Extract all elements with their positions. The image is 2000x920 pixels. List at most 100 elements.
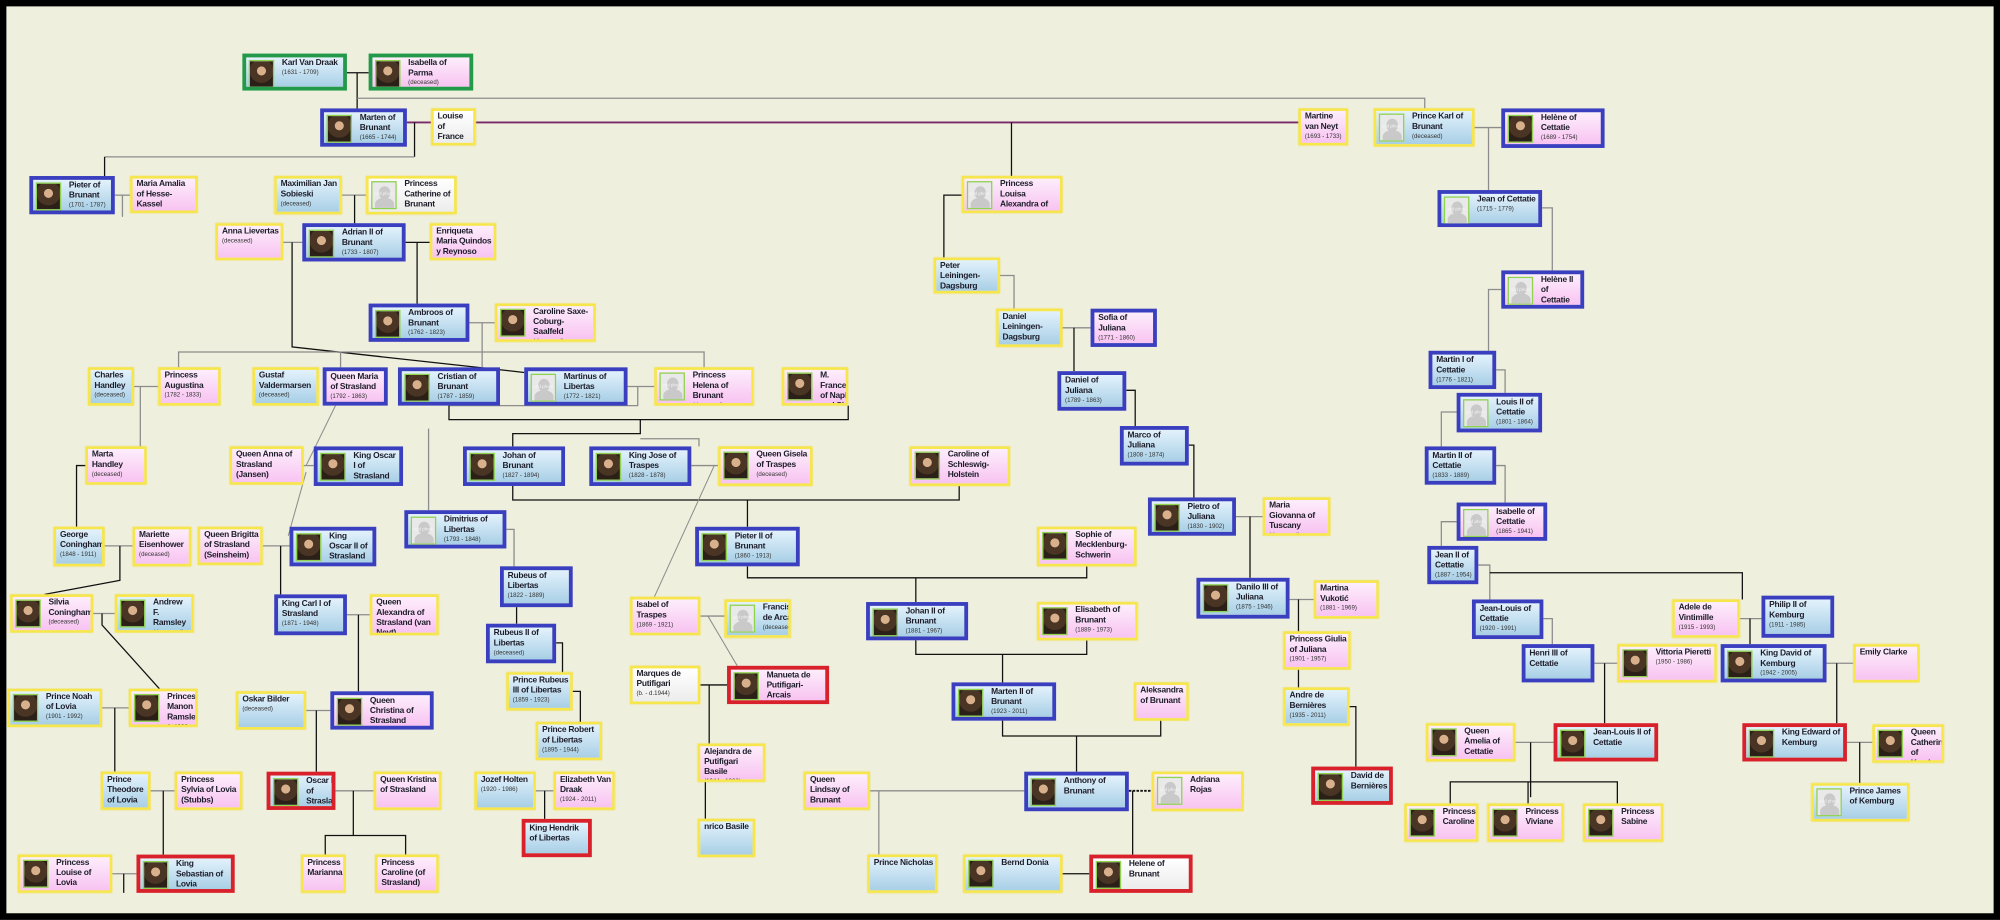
person-card[interactable]: Louise of France(deceased) bbox=[431, 108, 476, 146]
person-card[interactable]: Elisabeth of Brunant(1889 - 1973) bbox=[1036, 602, 1138, 641]
person-card[interactable]: Enriqueta Maria Quindos y Reynoso bbox=[429, 223, 497, 261]
person-card[interactable]: Mariette Eisenhower(deceased) bbox=[132, 526, 192, 567]
person-card[interactable]: Princess Sabine bbox=[1582, 803, 1664, 842]
person-card[interactable]: Princess Sylvia of Lovia (Stubbs) bbox=[174, 771, 243, 810]
person-card[interactable]: Bernd Donia bbox=[963, 854, 1063, 893]
person-card[interactable]: Daniel of Juliana(1789 - 1863) bbox=[1057, 371, 1127, 411]
person-card[interactable]: Charles Handley(deceased) bbox=[88, 367, 134, 406]
person-card[interactable]: Helene of Brunant bbox=[1089, 854, 1193, 893]
person-card[interactable]: Elizabeth Van Draak(1924 - 2011) bbox=[553, 771, 615, 810]
add-photo-placeholder-icon[interactable]: add photo bbox=[371, 181, 397, 210]
person-card[interactable]: King Oscar II of Strasland(1847 - 1902) bbox=[289, 526, 377, 567]
person-card[interactable]: Sophie of Mecklenburg-Schwerin bbox=[1036, 526, 1137, 567]
person-card[interactable]: Martin I of Cettatie(1776 - 1821) bbox=[1428, 350, 1497, 390]
person-card[interactable]: Queen Lindsay of Brunant bbox=[803, 771, 870, 810]
person-card[interactable]: Prince Nicholas bbox=[867, 854, 938, 893]
person-card[interactable]: Vittoria Pieretti(1950 - 1986) bbox=[1617, 644, 1717, 683]
add-photo-placeholder-icon[interactable]: add photo bbox=[1816, 788, 1842, 817]
person-card[interactable]: Jean-Louis of Cettatie(1920 - 1991) bbox=[1471, 599, 1544, 640]
person-card[interactable]: Manueta de Putifigari-Arcais bbox=[727, 665, 830, 705]
person-card[interactable]: M. Francesca of Naples and Sicily bbox=[781, 367, 849, 406]
add-photo-placeholder-icon[interactable]: add photo bbox=[1156, 776, 1183, 805]
person-card[interactable]: Silvia Coningham(deceased) bbox=[10, 594, 94, 633]
person-card[interactable]: Anthony of Brunant bbox=[1024, 771, 1129, 812]
person-card[interactable]: Alejandra de Putifigari Basile(1944 - 19… bbox=[697, 743, 766, 782]
person-card[interactable]: Henri III of Cettatie bbox=[1521, 644, 1595, 683]
person-card[interactable]: Marta Handley(deceased) bbox=[85, 446, 147, 485]
person-card[interactable]: Jean II of Cettatie(1887 - 1954) bbox=[1427, 545, 1479, 585]
person-card[interactable]: nrico Basile bbox=[697, 818, 756, 858]
person-card[interactable]: George Coningham(1848 - 1911) bbox=[53, 526, 105, 567]
person-card[interactable]: Johan II of Brunant(1881 - 1967) bbox=[866, 602, 969, 641]
person-card[interactable]: Queen Brigitta of Strasland (Seinsheim) bbox=[197, 526, 263, 566]
person-card[interactable]: Queen Kristina of Strasland bbox=[373, 771, 442, 810]
person-card[interactable]: Adrian II of Brunant(1733 - 1807) bbox=[302, 223, 406, 262]
person-card[interactable]: Johan of Brunant(1827 - 1894) bbox=[463, 446, 566, 486]
person-card[interactable]: Rubeus of Libertas(1822 - 1889) bbox=[499, 566, 573, 608]
person-card[interactable]: Jean-Louis II of Cettatie bbox=[1553, 723, 1659, 762]
person-card[interactable]: Martina Vukotić(1881 - 1969) bbox=[1313, 580, 1379, 619]
person-card[interactable]: Cristian of Brunant(1787 - 1859) bbox=[397, 367, 500, 406]
person-card[interactable]: Isabella of Parma(deceased) bbox=[368, 53, 474, 91]
person-card[interactable]: Karl Van Draak(1631 - 1709) bbox=[242, 53, 347, 91]
add-photo-placeholder-icon[interactable]: add photo bbox=[659, 372, 685, 401]
person-card[interactable]: Adele de Vintimille(1915 - 1993) bbox=[1672, 599, 1740, 638]
person-card[interactable]: Marten II of Brunant(1923 - 2011) bbox=[951, 682, 1057, 721]
person-card[interactable]: Danilo III of Juliana(1875 - 1946) bbox=[1196, 577, 1290, 619]
person-card[interactable]: Gustaf Valdermarsen(deceased) bbox=[252, 367, 319, 406]
person-card[interactable]: Oscar II of Strasland bbox=[266, 771, 336, 810]
person-card[interactable]: Pietro of Juliana(1830 - 1902) bbox=[1147, 497, 1236, 536]
add-photo-placeholder-icon[interactable]: add photo bbox=[1507, 276, 1534, 305]
person-card[interactable]: Queen Maria of Strasland(1792 - 1863) bbox=[322, 367, 388, 406]
person-card[interactable]: Prince Rubeus III of Libertas(1859 - 192… bbox=[506, 672, 573, 711]
person-card[interactable]: Jozef Holten(1920 - 1986) bbox=[474, 771, 536, 810]
person-card[interactable]: Peter Leiningen-Dagsburg bbox=[933, 257, 1000, 294]
person-card[interactable]: Helène of Cettatie(1689 - 1754) bbox=[1501, 108, 1605, 148]
person-card[interactable]: Anna Lievertas(deceased) bbox=[215, 223, 284, 261]
person-card[interactable]: Ambroos of Brunant(1762 - 1823) bbox=[368, 303, 470, 342]
person-card[interactable]: Maria Giovanna of Tuscany(deceased) bbox=[1262, 497, 1331, 536]
person-card[interactable]: Marco of Juliana(1808 - 1874) bbox=[1119, 426, 1189, 466]
person-card[interactable]: Maria Amalia of Hesse-Kassel(1721 - 1744… bbox=[130, 176, 198, 214]
person-card[interactable]: Princess Giulia of Juliana(1901 - 1957) bbox=[1283, 631, 1351, 670]
person-card[interactable]: Martin II of Cettatie(1833 - 1889) bbox=[1424, 446, 1497, 485]
person-card[interactable]: Sofia of Juliana(1771 - 1860) bbox=[1090, 308, 1157, 347]
person-card[interactable]: Princess Viviane bbox=[1487, 803, 1564, 842]
add-photo-placeholder-icon[interactable]: add photo bbox=[410, 516, 437, 545]
person-card[interactable]: Pieter of Brunant(1701 - 1787) bbox=[29, 176, 115, 215]
person-card[interactable]: Marques de Putifigari(b. - d.1944) bbox=[630, 665, 701, 705]
person-card[interactable]: Queen Christina of Strasland(1900 - 1995… bbox=[330, 691, 434, 730]
person-card[interactable]: Aleksandra of Brunant bbox=[1133, 682, 1189, 721]
person-card[interactable]: Marten of Brunant(1665 - 1744) bbox=[320, 108, 407, 147]
add-photo-placeholder-icon[interactable]: add photo bbox=[729, 604, 756, 633]
person-card[interactable]: David de Bernières bbox=[1311, 766, 1393, 805]
add-photo-placeholder-icon[interactable]: add photo bbox=[1463, 399, 1489, 428]
person-card[interactable]: Prince Robert of Libertas(1895 - 1944) bbox=[535, 721, 603, 761]
person-card[interactable]: add photoFrancisco de Arcais(deceased) bbox=[724, 599, 791, 638]
person-card[interactable]: Princess Marianna bbox=[301, 854, 346, 893]
person-card[interactable]: Philip II of Kemburg(1911 - 1985) bbox=[1761, 595, 1835, 638]
person-card[interactable]: Queen Amelia of Cettatie bbox=[1426, 723, 1516, 762]
person-card[interactable]: Queen Gisela of Traspes(deceased) bbox=[718, 446, 813, 486]
person-card[interactable]: King Oscar I of Strasland(1813 - 1895) bbox=[313, 446, 404, 486]
add-photo-placeholder-icon[interactable]: add photo bbox=[1463, 508, 1489, 537]
person-card[interactable]: King Edward of Kemburg bbox=[1742, 723, 1847, 762]
person-card[interactable]: Queen Anna of Strasland (Jansen) bbox=[229, 446, 304, 485]
person-card[interactable]: King Sebastian of Lovia bbox=[136, 854, 235, 893]
person-card[interactable]: Rubeus II of Libertas(deceased) bbox=[485, 623, 557, 664]
person-card[interactable]: King Carl I of Strasland(1871 - 1948) bbox=[274, 594, 347, 636]
person-card[interactable]: Andrew F. Ramsley(deceased) bbox=[114, 594, 194, 633]
person-card[interactable]: Caroline Saxe-Coburg-Saalfeld(deceased) bbox=[494, 303, 596, 342]
person-card[interactable]: Emily Clarke bbox=[1853, 644, 1920, 683]
